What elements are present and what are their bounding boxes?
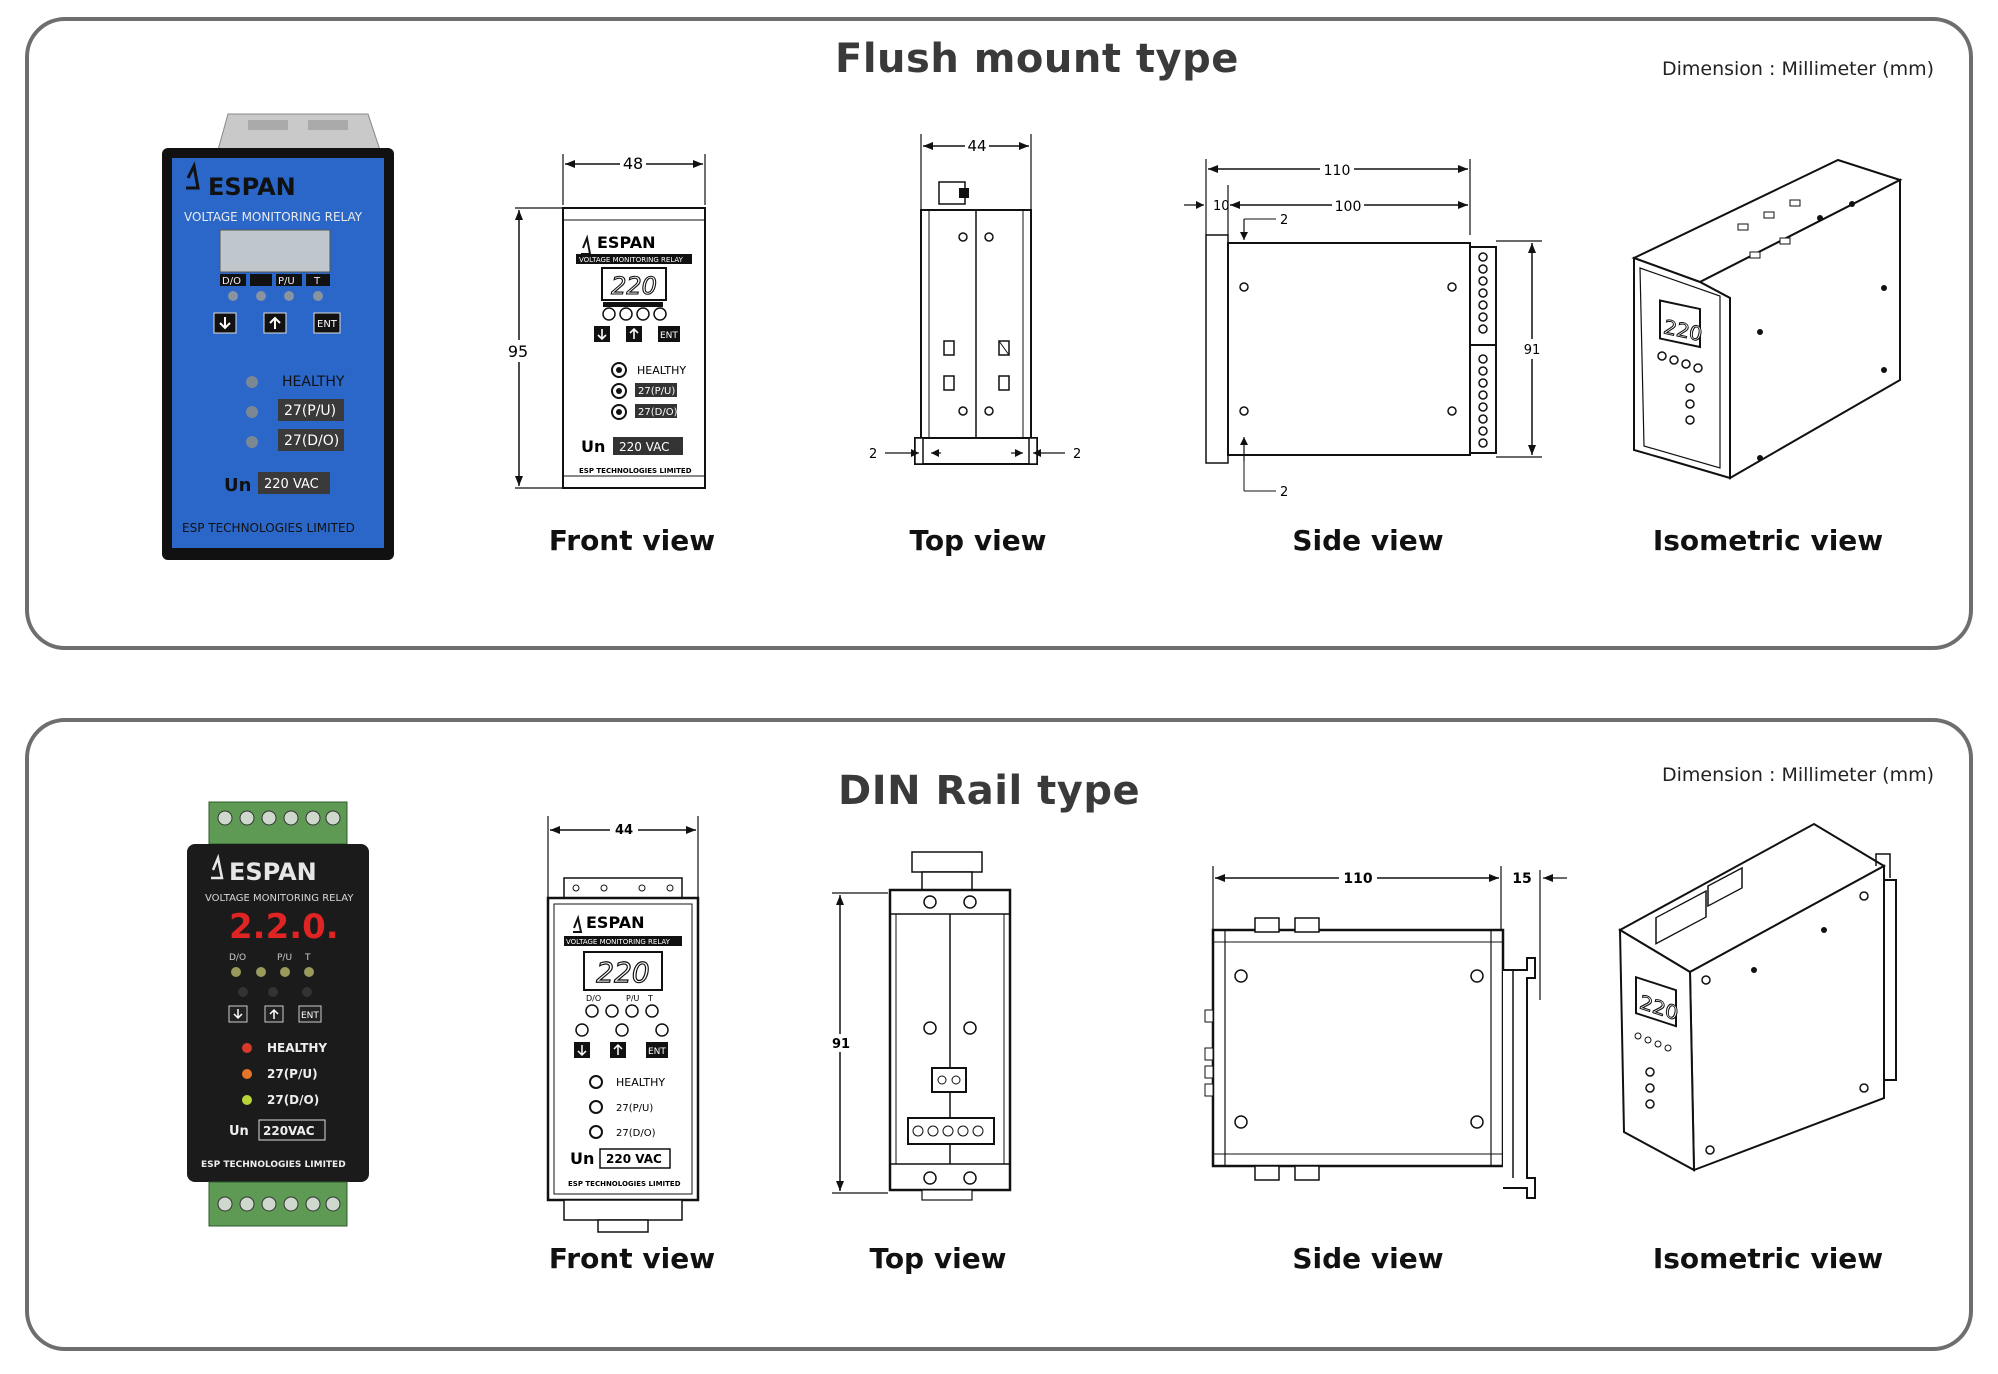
din-photo-healthy: HEALTHY <box>267 1041 327 1055</box>
flush-side-view-label: Side view <box>1292 524 1444 557</box>
din-front-led-do: D/O <box>586 994 601 1003</box>
flush-photo-ent: ENT <box>317 319 338 330</box>
flush-front-width-dim: 48 <box>623 154 643 173</box>
din-side-view-drawing: 110 15 <box>1204 866 1567 1199</box>
flush-isometric-view-drawing: 220 <box>1631 158 1903 480</box>
flush-photo-brand: ESPAN <box>208 173 296 201</box>
din-top-height-dim: 91 <box>832 1037 850 1052</box>
flush-front-subtitle: VOLTAGE MONITORING RELAY <box>579 256 684 264</box>
din-photo-pu: 27(P/U) <box>267 1067 318 1081</box>
flush-photo-do: 27(D/O) <box>284 433 339 449</box>
flush-side-gap-bottom: 2 <box>1280 485 1288 500</box>
din-front-led-pu: P/U <box>626 994 640 1003</box>
din-front-display: 220 <box>596 956 649 989</box>
flush-photo-maker: ESP TECHNOLOGIES LIMITED <box>182 521 355 535</box>
flush-top-width-dim: 44 <box>967 137 986 155</box>
flush-isometric-view-label: Isometric view <box>1652 524 1884 557</box>
din-photo-ent: ENT <box>301 1011 319 1021</box>
din-isometric-view-drawing: 220 <box>1617 822 1897 1172</box>
flush-front-brand: ESPAN <box>597 233 655 252</box>
din-photo-led-pu: P/U <box>277 953 292 963</box>
din-photo-un: Un <box>229 1124 249 1139</box>
din-front-voltage: 220 VAC <box>606 1152 662 1166</box>
flush-product-photo: . ESPAN VOLTAGE MONITORING RELAY D/O P/U… <box>162 113 394 560</box>
din-side-depth-dim: 110 <box>1343 871 1372 887</box>
din-front-pu: 27(P/U) <box>616 1103 653 1114</box>
flush-front-height-dim: 95 <box>508 342 528 361</box>
flush-front-view-label: Front view <box>548 524 716 557</box>
din-photo-subtitle: VOLTAGE MONITORING RELAY <box>205 893 354 904</box>
din-front-do: 27(D/O) <box>616 1128 656 1139</box>
flush-photo-subtitle: VOLTAGE MONITORING RELAY <box>184 210 363 224</box>
din-top-view-drawing: 91 <box>830 851 1012 1201</box>
flush-photo-un: Un <box>224 475 251 496</box>
flush-photo-pu: 27(P/U) <box>284 403 336 419</box>
flush-front-maker: ESP TECHNOLOGIES LIMITED <box>579 467 692 475</box>
flush-photo-healthy: HEALTHY <box>282 374 345 390</box>
din-front-led-t: T <box>647 994 653 1003</box>
din-front-maker: ESP TECHNOLOGIES LIMITED <box>568 1180 681 1188</box>
din-photo-maker: ESP TECHNOLOGIES LIMITED <box>201 1160 346 1170</box>
din-front-view-label: Front view <box>548 1242 716 1275</box>
din-product-photo: ESPAN VOLTAGE MONITORING RELAY 2.2.0. D/… <box>187 801 369 1227</box>
din-photo-do: 27(D/O) <box>267 1093 319 1107</box>
din-photo-display: 2.2.0. <box>229 907 339 947</box>
flush-side-height-dim: 91 <box>1524 343 1541 358</box>
din-top-view-label: Top view <box>869 1242 1007 1275</box>
din-front-un: Un <box>570 1149 594 1168</box>
din-panel-title: DIN Rail type <box>838 768 1141 814</box>
din-front-healthy: HEALTHY <box>616 1076 665 1089</box>
flush-front-voltage: 220 VAC <box>619 440 670 454</box>
din-photo-brand: ESPAN <box>229 858 317 886</box>
flush-front-do: 27(D/O) <box>638 407 678 418</box>
flush-front-healthy: HEALTHY <box>637 364 686 377</box>
flush-side-view-drawing: 110 100 10 2 91 2 <box>1184 159 1542 500</box>
flush-panel-title: Flush mount type <box>835 36 1239 82</box>
flush-top-clear-left: 2 <box>869 447 877 462</box>
flush-top-view-drawing: 44 2 2 <box>869 134 1081 465</box>
flush-side-bezel-dim: 10 <box>1213 199 1230 214</box>
flush-front-view-drawing: 48 95 ESPAN VOLTAGE MONITORING RELAY 220… <box>508 154 706 489</box>
din-photo-voltage: 220VAC <box>263 1124 315 1138</box>
din-side-rail-dim: 15 <box>1512 871 1531 887</box>
din-front-subtitle: VOLTAGE MONITORING RELAY <box>566 938 671 946</box>
din-front-width-dim: 44 <box>615 823 633 838</box>
din-dimension-note: Dimension : Millimeter (mm) <box>1661 764 1934 786</box>
flush-dimension-note: Dimension : Millimeter (mm) <box>1661 58 1934 80</box>
flush-top-view-label: Top view <box>909 524 1047 557</box>
flush-front-pu: 27(P/U) <box>638 386 675 397</box>
flush-photo-led-pu: P/U <box>278 276 295 287</box>
din-photo-led-t: T <box>304 953 311 963</box>
flush-side-gap-top: 2 <box>1280 213 1288 228</box>
din-photo-led-do: D/O <box>229 953 246 963</box>
flush-side-overall-dim: 110 <box>1324 163 1351 179</box>
flush-front-un: Un <box>581 437 605 456</box>
din-isometric-view-label: Isometric view <box>1652 1242 1884 1275</box>
din-side-view-label: Side view <box>1292 1242 1444 1275</box>
flush-photo-led-t: T <box>313 276 321 287</box>
din-front-brand: ESPAN <box>586 913 644 932</box>
flush-front-display: 220 <box>611 272 657 300</box>
flush-photo-led-do: D/O <box>222 276 241 287</box>
flush-front-ent: ENT <box>660 331 678 341</box>
din-front-view-drawing: 44 ESPAN VOLTAGE MONITORING RELAY 220 D/… <box>546 816 700 1233</box>
din-front-ent: ENT <box>648 1047 666 1057</box>
flush-side-body-dim: 100 <box>1335 199 1362 215</box>
flush-top-clear-right: 2 <box>1073 447 1081 462</box>
flush-photo-voltage: 220 VAC <box>264 477 319 492</box>
